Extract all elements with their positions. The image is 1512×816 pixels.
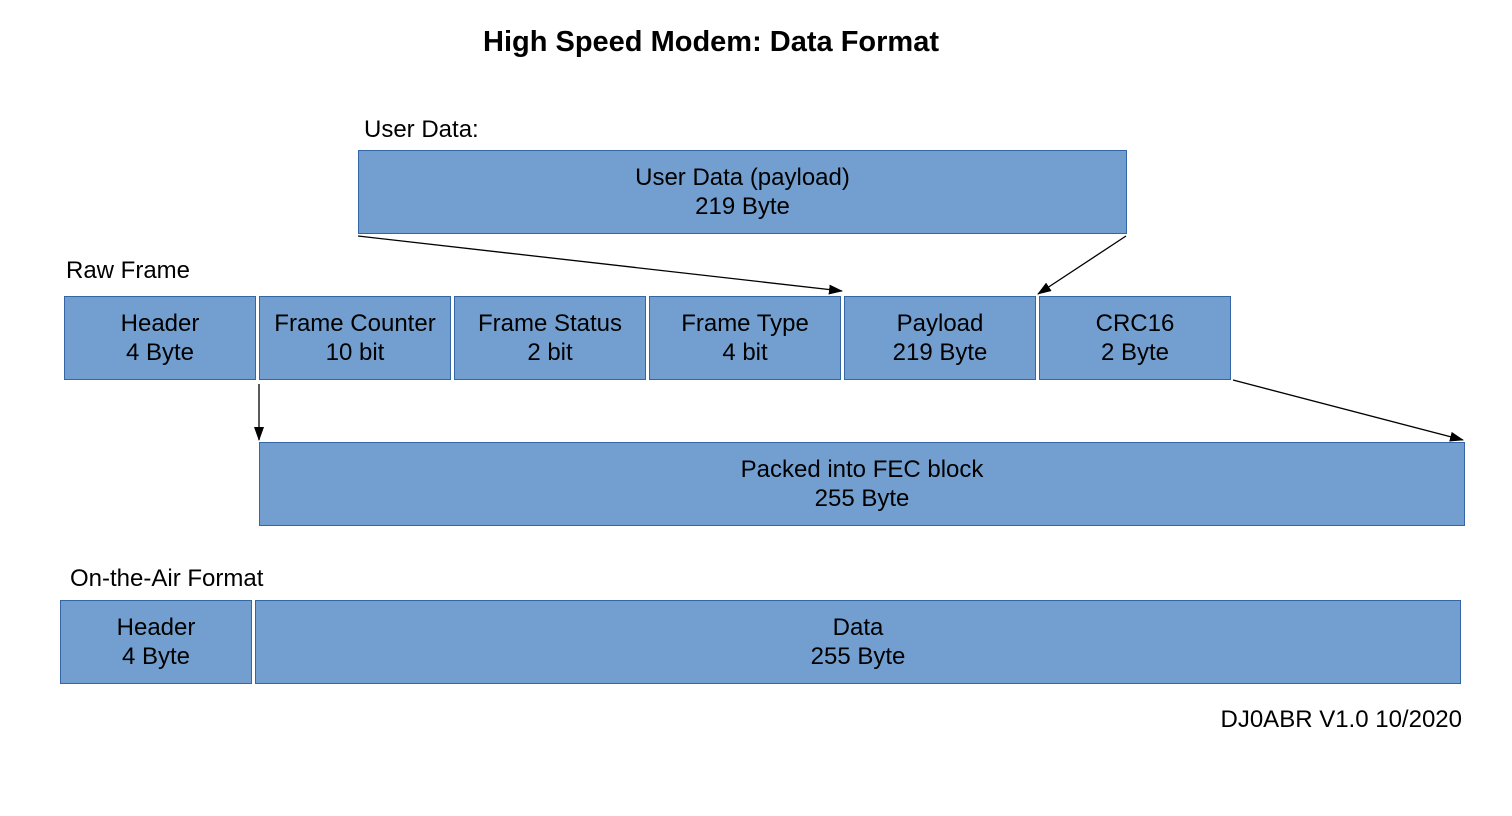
raw-frame-frame-status-field: Frame Status 2 bit	[454, 296, 646, 380]
raw-frame-crc16-field: CRC16 2 Byte	[1039, 296, 1231, 380]
field-size: 255 Byte	[810, 643, 906, 670]
raw-frame-payload-field: Payload 219 Byte	[844, 296, 1036, 380]
field-size: 4 Byte	[121, 643, 191, 670]
raw-frame-label: Raw Frame	[66, 257, 191, 284]
field-name: Frame Counter	[274, 310, 436, 337]
user-data-box-size: 219 Byte	[695, 193, 790, 220]
fec-block-size: 255 Byte	[814, 485, 910, 512]
field-name: Header	[116, 614, 196, 641]
field-name: Frame Status	[477, 310, 623, 337]
raw-frame-header-field: Header 4 Byte	[64, 296, 256, 380]
user-data-to-payload-left-arrow	[357, 235, 843, 295]
raw-frame-frame-type-field: Frame Type 4 bit	[649, 296, 841, 380]
version-footer: DJ0ABR V1.0 10/2020	[1220, 706, 1463, 733]
field-size: 2 bit	[527, 339, 573, 366]
field-size: 4 Byte	[125, 339, 195, 366]
field-size: 2 Byte	[1100, 339, 1170, 366]
field-name: Header	[120, 310, 200, 337]
on-air-data-field: Data 255 Byte	[255, 600, 1461, 684]
field-size: 10 bit	[325, 339, 385, 366]
fec-block-box: Packed into FEC block 255 Byte	[259, 442, 1465, 526]
user-data-box-name: User Data (payload)	[635, 164, 850, 191]
on-air-header-field: Header 4 Byte	[60, 600, 252, 684]
user-data-box: User Data (payload) 219 Byte	[358, 150, 1127, 234]
field-size: 4 bit	[722, 339, 768, 366]
diagram-title: High Speed Modem: Data Format	[483, 26, 939, 58]
on-air-format-label: On-the-Air Format	[70, 565, 264, 592]
field-name: CRC16	[1095, 310, 1175, 337]
field-name: Payload	[896, 310, 984, 337]
fec-block-name: Packed into FEC block	[740, 456, 984, 483]
user-data-label: User Data:	[364, 116, 479, 143]
user-data-to-payload-right-arrow	[1037, 235, 1127, 295]
field-name: Frame Type	[681, 310, 809, 337]
raw-frame-frame-counter-field: Frame Counter 10 bit	[259, 296, 451, 380]
field-name: Data	[832, 614, 884, 641]
crc16-to-fec-arrow	[1232, 379, 1464, 442]
field-size: 219 Byte	[892, 339, 988, 366]
